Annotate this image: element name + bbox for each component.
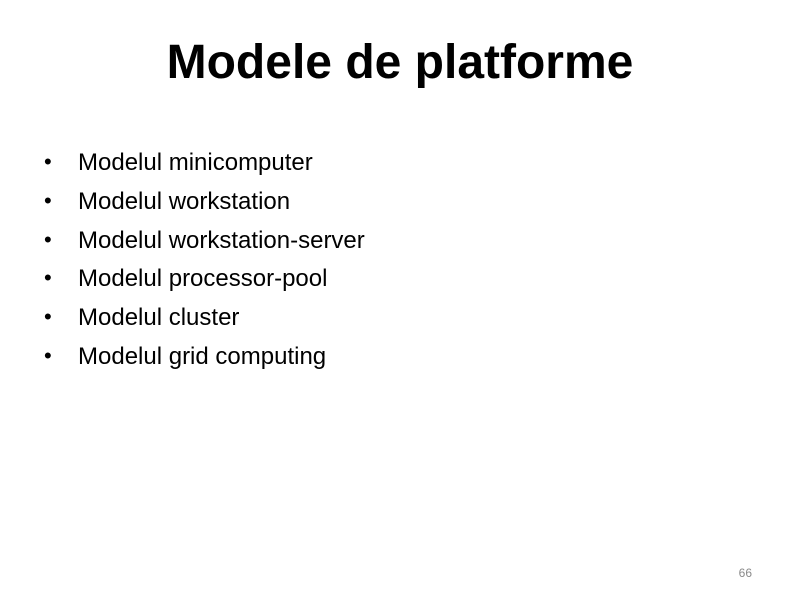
list-item-text: Modelul cluster [78,304,240,332]
bullet-icon: • [44,226,52,252]
bullet-list: • Modelul minicomputer • Modelul worksta… [44,144,744,377]
list-item-text: Modelul workstation-server [78,226,365,254]
list-item-text: Modelul minicomputer [78,149,313,176]
list-item: • Modelul grid computing [44,338,744,377]
list-item-text: Modelul grid computing [78,342,327,370]
list-item-text: Modelul workstation [78,187,291,215]
list-item-text: Modelul processor-pool [78,265,328,293]
list-item: • Modelul processor-pool [44,260,744,299]
slide-title: Modele de platforme [166,36,634,89]
list-item: • Modelul minicomputer [44,144,744,183]
list-item: • Modelul workstation [44,183,744,222]
list-item: • Modelul cluster [44,299,744,338]
page-number: 66 [738,566,752,580]
bullet-icon: • [44,342,52,368]
bullet-icon: • [44,304,52,330]
bullet-icon: • [44,187,52,213]
bullet-icon: • [44,265,52,291]
list-item: • Modelul workstation-server [44,222,744,261]
bullet-icon: • [44,149,52,174]
